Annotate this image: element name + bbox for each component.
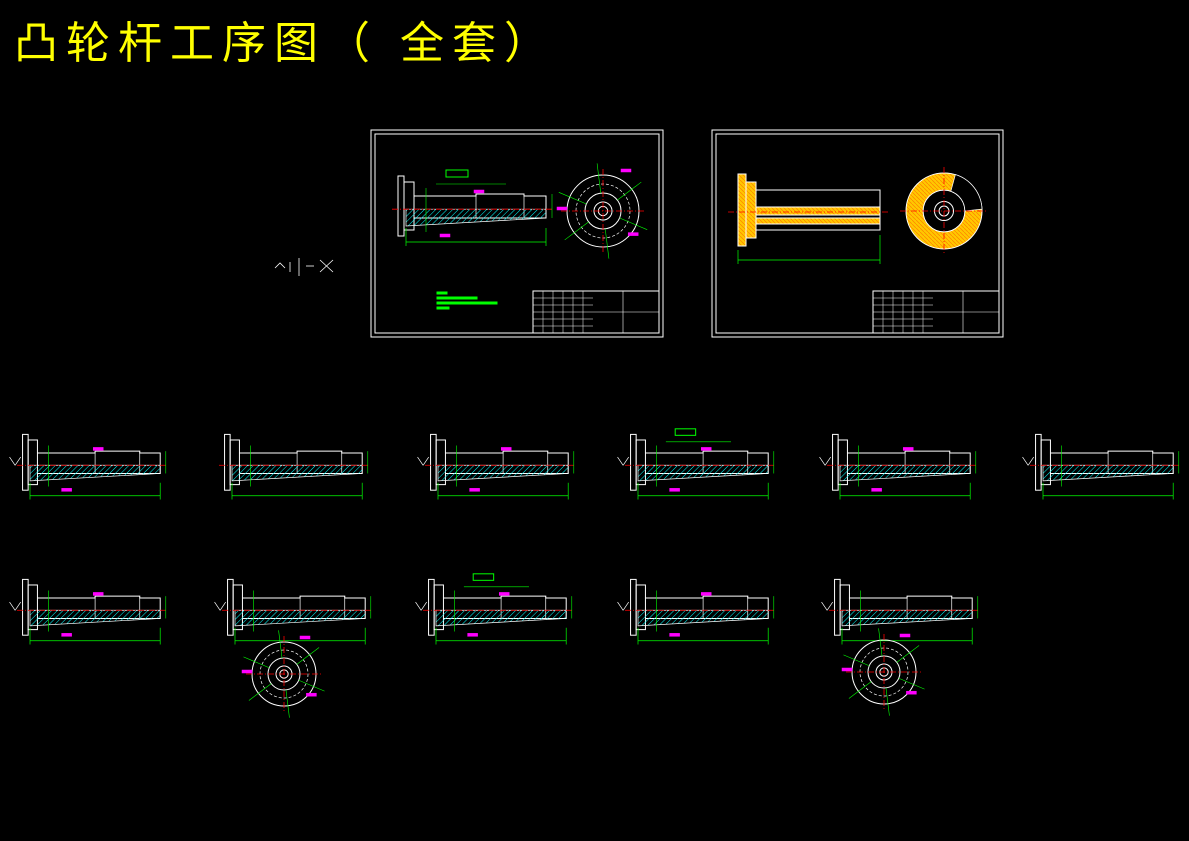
blank-drawing-sheet bbox=[711, 129, 1004, 338]
part-drawing-sheet bbox=[370, 129, 664, 338]
operation-view-row1-2 bbox=[218, 433, 370, 500]
part-drawing-side-view bbox=[392, 169, 554, 246]
operation-view-row2-4 bbox=[617, 578, 776, 645]
operation-view-row1-5 bbox=[819, 433, 978, 500]
operation-view-row2-2 bbox=[214, 578, 373, 645]
drawing-set-title: 凸轮杆工序图（ 全套） bbox=[14, 18, 556, 69]
operation-view-row2-5 bbox=[821, 578, 980, 645]
row2-end-view-1 bbox=[241, 630, 325, 718]
blank-drawing-end-view bbox=[900, 167, 988, 255]
part-drawing-end-view bbox=[556, 163, 648, 259]
blank-drawing-side-view bbox=[728, 173, 890, 264]
operation-view-row1-6 bbox=[1022, 433, 1181, 500]
stray-symbol bbox=[274, 258, 334, 276]
technical-notes bbox=[436, 291, 498, 310]
operation-view-row1-1 bbox=[9, 433, 168, 500]
operation-view-row2-1 bbox=[9, 578, 168, 645]
row2-end-view-2 bbox=[841, 628, 925, 716]
operation-view-row1-4 bbox=[617, 428, 776, 500]
operation-view-row1-3 bbox=[417, 433, 576, 500]
operation-view-row2-3 bbox=[415, 573, 574, 645]
